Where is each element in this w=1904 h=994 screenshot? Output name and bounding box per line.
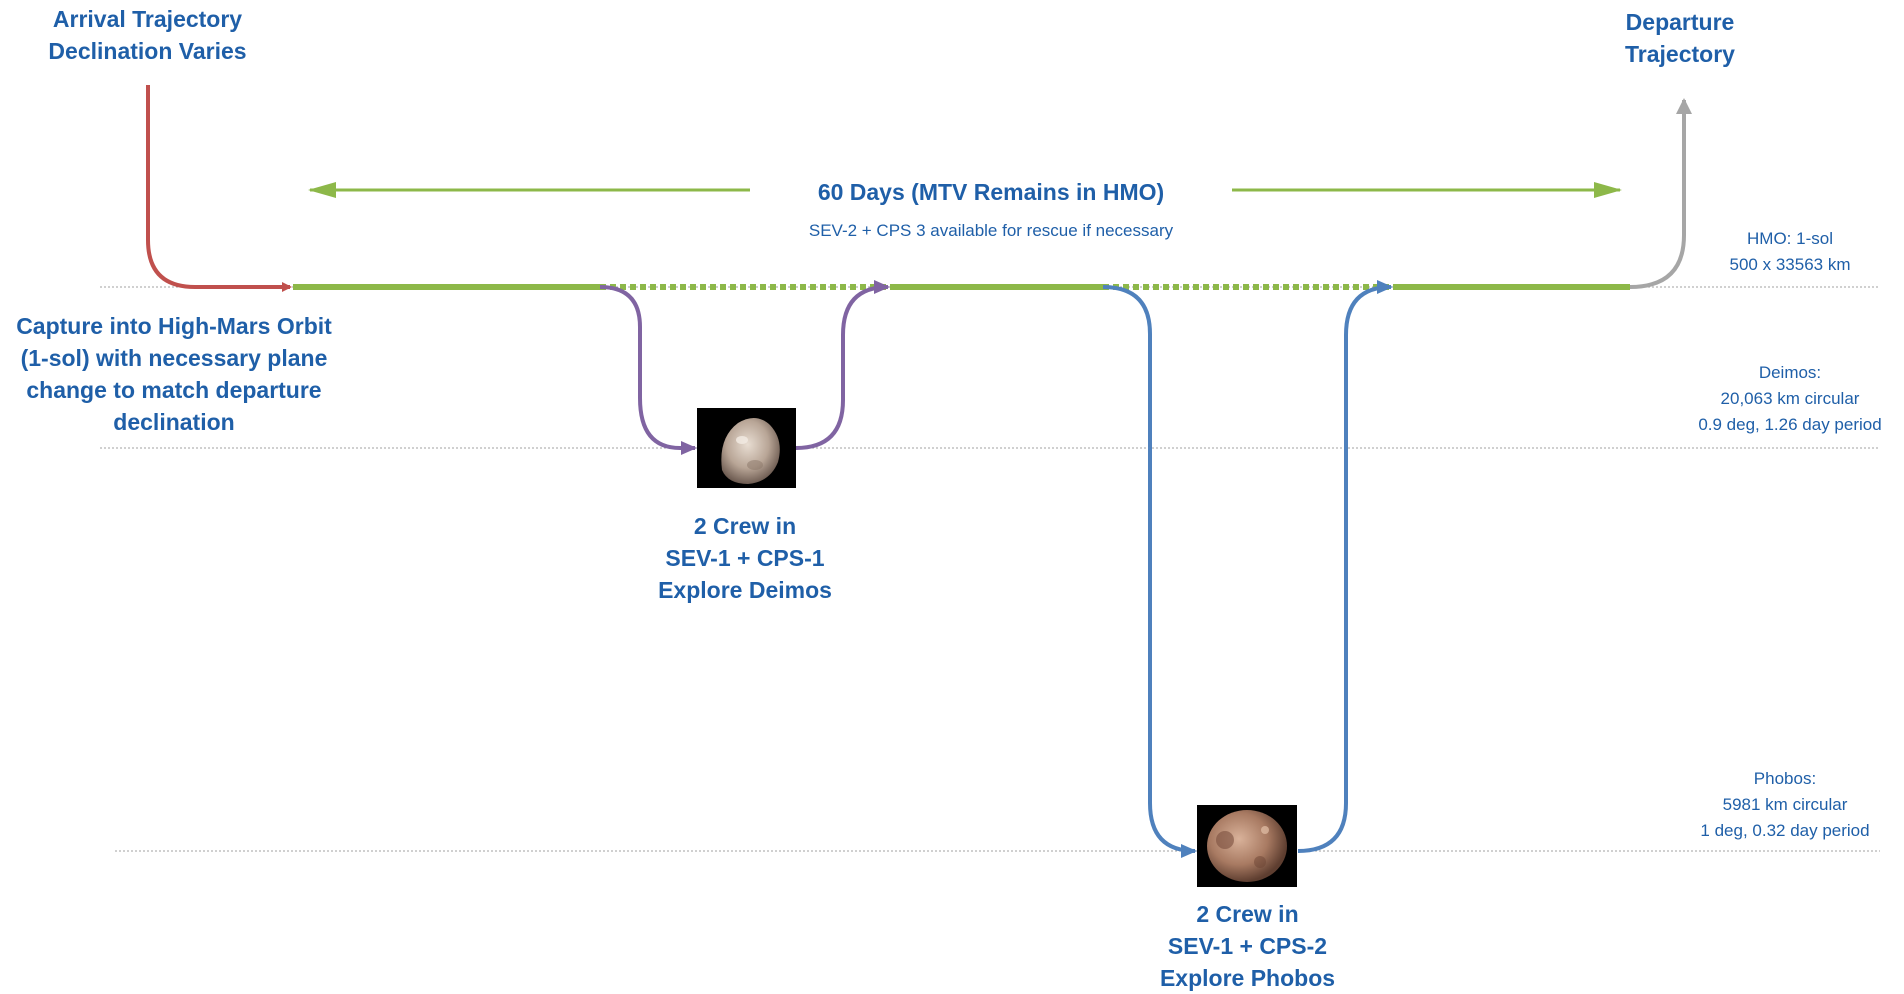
rescue-note: SEV-2 + CPS 3 available for rescue if ne… [808, 221, 1174, 240]
deimos-crew-label: 2 Crew in SEV-1 + CPS-1 Explore Deimos [620, 510, 870, 606]
deimos-info-line-1: Deimos: [1758, 363, 1822, 382]
phobos-moon-image [1197, 805, 1297, 887]
hmo-info: HMO: 1-sol 500 x 33563 km [1690, 226, 1890, 278]
phobos-crew-label: 2 Crew in SEV-1 + CPS-2 Explore Phobos [1120, 898, 1375, 994]
phobos-info: Phobos: 5981 km circular 1 deg, 0.32 day… [1680, 766, 1890, 844]
hmo-info-line-2: 500 x 33563 km [1729, 255, 1851, 274]
phobos-ascent-arrow [1297, 280, 1393, 853]
deimos-descent-arrow [599, 285, 697, 455]
deimos-info-line-3: 0.9 deg, 1.26 day period [1698, 415, 1882, 434]
phobos-crew-line-3: Explore Phobos [1159, 965, 1336, 991]
arrival-label-line-1: Arrival Trajectory [52, 6, 243, 32]
capture-label-line-1: Capture into High-Mars Orbit [16, 313, 332, 339]
arrival-trajectory-arrow [146, 85, 292, 292]
deimos-info-line-2: 20,063 km circular [1720, 389, 1860, 408]
deimos-crew-line-1: 2 Crew in [693, 513, 797, 539]
capture-label-line-4: declination [113, 409, 235, 435]
capture-label-line-2: (1-sol) with necessary plane [20, 345, 328, 371]
capture-label-line-3: change to match departure [26, 377, 322, 403]
phobos-info-line-3: 1 deg, 0.32 day period [1700, 821, 1870, 840]
departure-label-line-2: Trajectory [1625, 41, 1735, 67]
deimos-crew-line-3: Explore Deimos [658, 577, 832, 603]
departure-trajectory-arrow [1629, 98, 1692, 289]
arrival-label-line-2: Declination Varies [48, 38, 247, 64]
deimos-moon-image [697, 408, 796, 488]
deimos-crew-line-2: SEV-1 + CPS-1 [665, 545, 825, 571]
arrival-label: Arrival Trajectory Declination Varies [15, 3, 280, 67]
departure-label: Departure Trajectory [1600, 6, 1760, 70]
phobos-crew-line-2: SEV-1 + CPS-2 [1167, 933, 1328, 959]
phobos-info-line-1: Phobos: [1753, 769, 1817, 788]
phobos-info-line-2: 5981 km circular [1722, 795, 1848, 814]
departure-label-line-1: Departure [1625, 9, 1735, 35]
capture-label: Capture into High-Mars Orbit (1-sol) wit… [0, 310, 348, 438]
duration-title: 60 Days (MTV Remains in HMO) [817, 179, 1165, 205]
phobos-descent-arrow [1102, 285, 1197, 858]
phobos-crew-line-1: 2 Crew in [1196, 901, 1299, 927]
hmo-info-line-1: HMO: 1-sol [1747, 229, 1833, 248]
deimos-info: Deimos: 20,063 km circular 0.9 deg, 1.26… [1680, 360, 1900, 438]
deimos-ascent-arrow [795, 280, 890, 450]
